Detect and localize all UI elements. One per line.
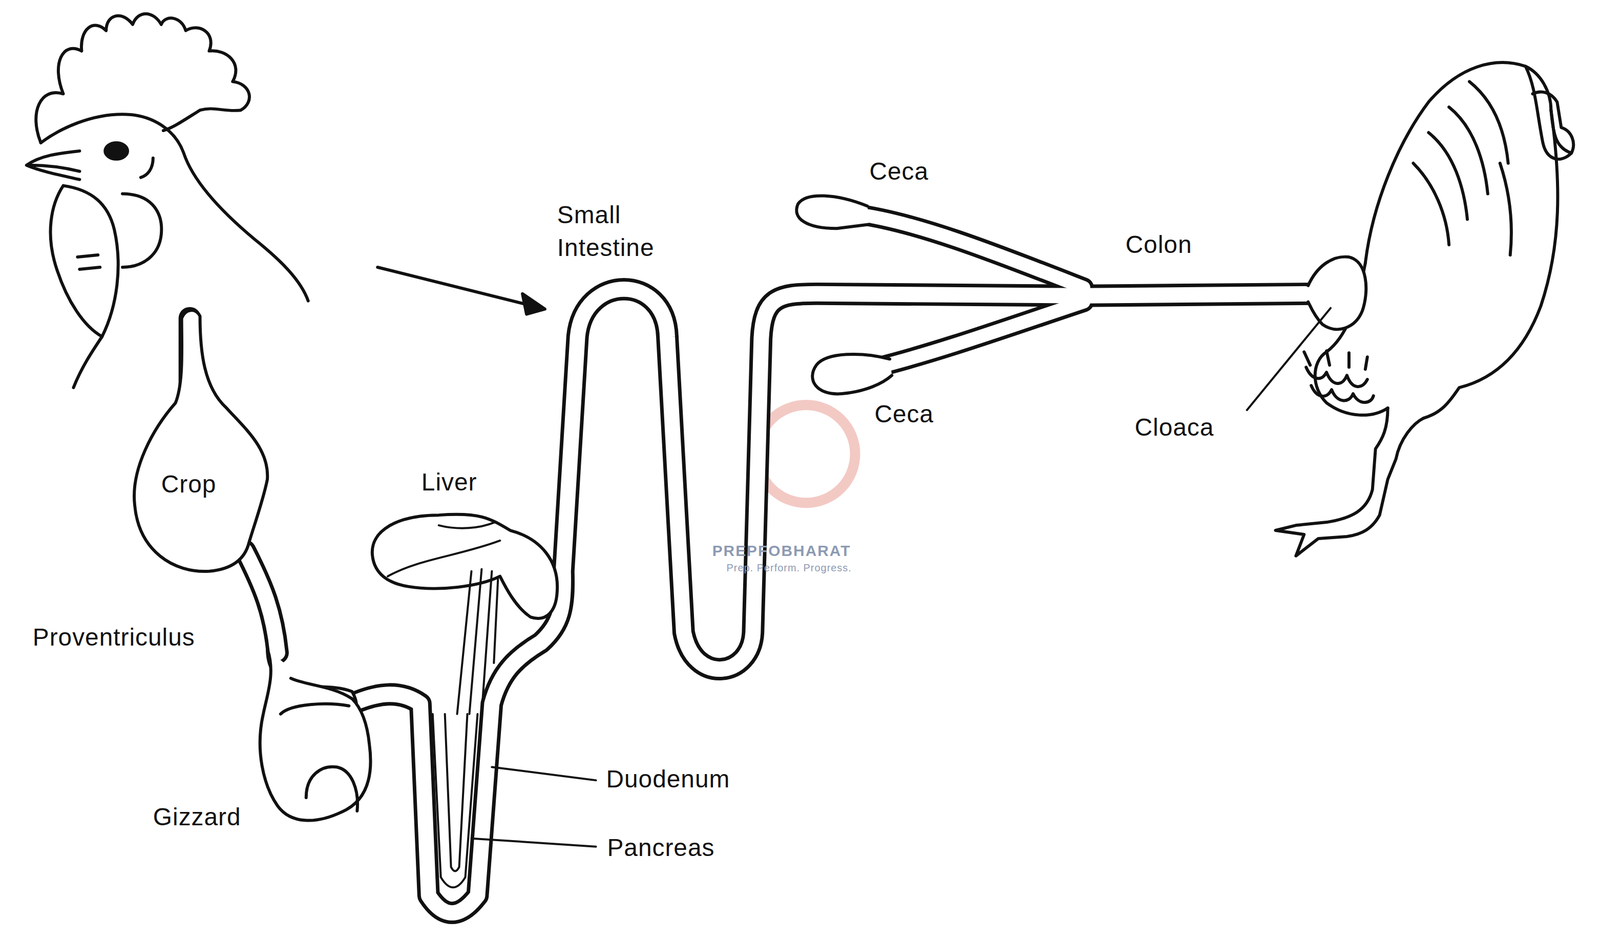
rooster-head [40, 114, 309, 302]
gizzard-inner [280, 704, 358, 812]
rooster-belly [1423, 110, 1558, 419]
part-label: Pancreas [606, 831, 715, 866]
watermark: PREPFOBHARAT [712, 540, 852, 562]
part-label: Duodenum [605, 763, 730, 797]
direction-arrow [377, 267, 533, 307]
part-label: Small Intestine [557, 199, 701, 266]
liver [372, 514, 558, 619]
liver-lobe-line [387, 522, 500, 577]
rooster-beak-line [30, 165, 80, 172]
gizzard [260, 648, 371, 821]
leader-line [491, 767, 596, 781]
rooster-beak [26, 151, 80, 180]
rooster-cheek [140, 158, 154, 178]
crop [134, 310, 268, 572]
part-label: Ceca [874, 397, 934, 432]
rooster-eye [104, 142, 128, 160]
ceca-upper-end [796, 195, 870, 229]
rooster-body [1365, 62, 1552, 264]
rooster-wing-scales [1303, 350, 1374, 403]
part-label: Liver [421, 466, 478, 500]
part-label: Colon [1125, 228, 1193, 262]
leader-line [471, 838, 596, 848]
rooster-wattle [50, 185, 119, 338]
watermark-logo [756, 405, 855, 503]
part-label: Crop [161, 468, 217, 502]
part-label: Gizzard [153, 801, 242, 835]
part-label: Cloaca [1134, 411, 1214, 445]
rooster-neck [73, 336, 102, 388]
rooster-feathers [1413, 81, 1511, 256]
rooster-leg [1275, 408, 1424, 557]
pancreas [432, 714, 478, 889]
cloaca-bulb [1308, 257, 1366, 330]
watermark: Prep. Perform. Progress. [726, 561, 852, 576]
rooster-tail [1525, 66, 1574, 160]
digestive-tube [190, 214, 1317, 914]
leader-line [1247, 308, 1331, 411]
ceca-lower-end [812, 354, 892, 394]
part-label: Proventriculus [32, 621, 196, 655]
part-label: Ceca [869, 155, 929, 189]
rooster-earlobe [122, 194, 162, 268]
arrow-head [522, 293, 545, 315]
bile-ducts [457, 569, 499, 715]
rooster-comb [35, 13, 250, 143]
rooster-wattle-marks [77, 255, 100, 270]
